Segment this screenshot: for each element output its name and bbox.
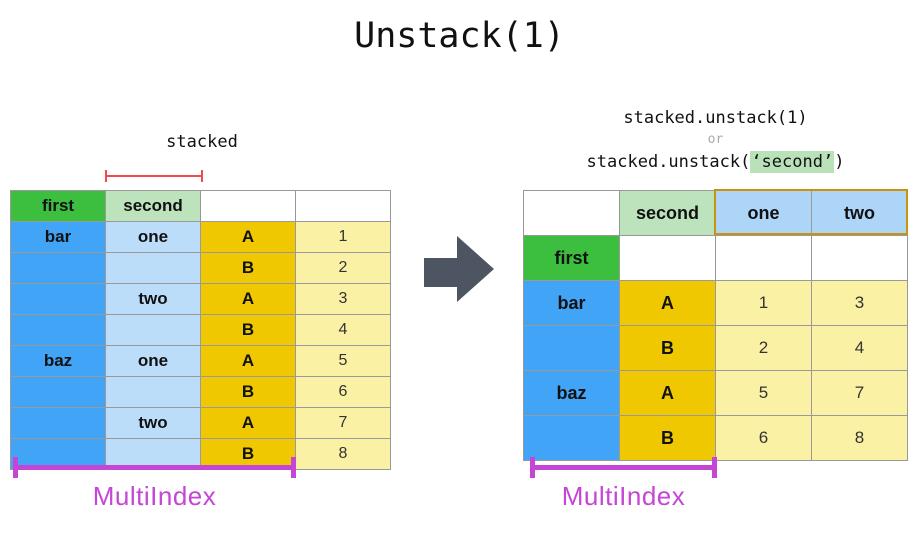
multiindex-bracket-left (13, 457, 296, 478)
blank-header-cell (523, 190, 620, 236)
index-cell (10, 407, 106, 439)
table-row: B 6 8 (523, 415, 908, 461)
table-row: baz one A 5 (10, 345, 391, 377)
index-cell: bar (523, 280, 620, 326)
value-cell: 6 (715, 415, 812, 461)
value-cell: 8 (295, 438, 391, 470)
right-arrow-icon (424, 258, 458, 287)
index-cell (10, 314, 106, 346)
stacked-table: first second bar one A 1 B 2 two A 3 B (10, 190, 391, 470)
table-row: B 8 (10, 438, 391, 470)
index-name-cell: first (523, 235, 620, 281)
value-cell: 2 (715, 325, 812, 371)
code-or: or (707, 132, 724, 147)
value-cell: 5 (715, 370, 812, 416)
table-row: B 6 (10, 376, 391, 408)
index-cell (10, 438, 106, 470)
header-cell-second: second (619, 190, 716, 236)
index-cell: baz (523, 370, 620, 416)
col-level-cell: B (619, 325, 716, 371)
table-header-row: second one two (523, 190, 908, 236)
table-header-row: first second (10, 190, 391, 222)
table-row: bar one A 1 (10, 221, 391, 253)
index-cell (10, 283, 106, 315)
table-row: two A 7 (10, 407, 391, 439)
stacked-span-bracket (105, 170, 203, 182)
right-arrow-icon (457, 236, 494, 302)
col-level-cell: B (200, 438, 296, 470)
index-cell (523, 415, 620, 461)
table-row: B 4 (10, 314, 391, 346)
col-level-cell: A (200, 407, 296, 439)
value-cell: 3 (295, 283, 391, 315)
value-cell: 8 (811, 415, 908, 461)
value-cell: 4 (811, 325, 908, 371)
index-cell (10, 252, 106, 284)
header-cell-one: one (715, 190, 812, 236)
index-cell: two (105, 407, 201, 439)
multiindex-label-left: MultiIndex (92, 481, 217, 511)
index-cell (105, 376, 201, 408)
code-unstack-second: stacked.unstack(‘second’) (523, 151, 908, 173)
table-row: first (523, 235, 908, 281)
code-prefix: stacked.unstack( (586, 152, 751, 172)
index-cell: bar (10, 221, 106, 253)
multiindex-label-right: MultiIndex (561, 481, 686, 511)
index-cell: one (105, 221, 201, 253)
index-cell (105, 252, 201, 284)
blank-cell (619, 235, 716, 281)
blank-header-cell (295, 190, 391, 222)
index-cell: two (105, 283, 201, 315)
col-level-cell: A (619, 280, 716, 326)
blank-cell (811, 235, 908, 281)
col-level-cell: A (619, 370, 716, 416)
value-cell: 4 (295, 314, 391, 346)
col-level-cell: A (200, 345, 296, 377)
value-cell: 7 (295, 407, 391, 439)
col-level-cell: A (200, 283, 296, 315)
col-level-cell: A (200, 221, 296, 253)
table-row: B 2 (10, 252, 391, 284)
col-level-cell: B (619, 415, 716, 461)
code-suffix: ) (834, 152, 845, 172)
stacked-caption: stacked (166, 132, 238, 152)
value-cell: 1 (295, 221, 391, 253)
header-cell-two: two (811, 190, 908, 236)
value-cell: 5 (295, 345, 391, 377)
col-level-cell: B (200, 252, 296, 284)
index-cell: one (105, 345, 201, 377)
index-cell: baz (10, 345, 106, 377)
header-cell-second: second (105, 190, 201, 222)
header-cell-first: first (10, 190, 106, 222)
col-level-cell: B (200, 314, 296, 346)
unstacked-table: second one two first bar A 1 3 B 2 4 baz… (523, 190, 908, 461)
table-row: baz A 5 7 (523, 370, 908, 416)
index-cell (523, 325, 620, 371)
multiindex-bracket-right (530, 457, 717, 478)
value-cell: 1 (715, 280, 812, 326)
blank-cell (715, 235, 812, 281)
value-cell: 7 (811, 370, 908, 416)
index-cell (105, 314, 201, 346)
code-unstack-1: stacked.unstack(1) (623, 108, 808, 128)
value-cell: 6 (295, 376, 391, 408)
code-highlight-second: ‘second’ (750, 151, 835, 173)
table-row: bar A 1 3 (523, 280, 908, 326)
value-cell: 2 (295, 252, 391, 284)
col-level-cell: B (200, 376, 296, 408)
blank-header-cell (200, 190, 296, 222)
index-cell (10, 376, 106, 408)
table-row: two A 3 (10, 283, 391, 315)
table-row: B 2 4 (523, 325, 908, 371)
value-cell: 3 (811, 280, 908, 326)
page-title: Unstack(1) (354, 16, 565, 56)
